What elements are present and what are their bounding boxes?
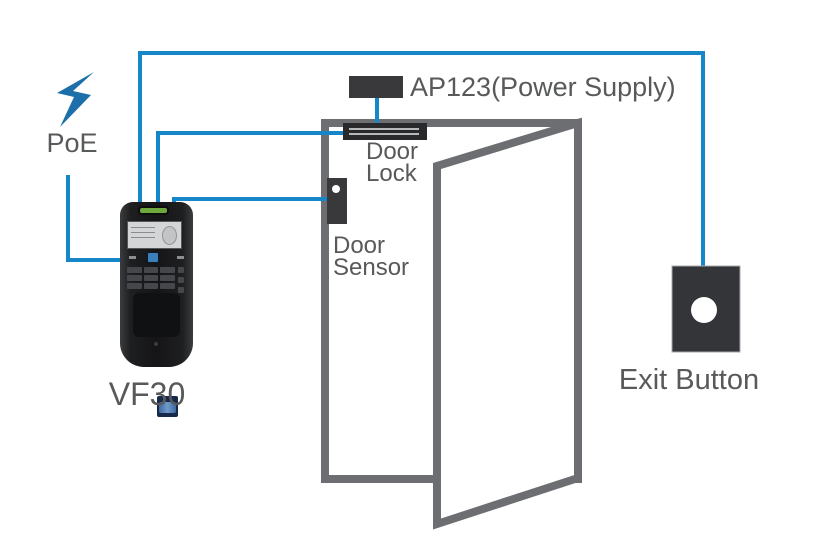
power-supply-box [349,76,403,98]
device-nav-key [147,252,159,263]
wire-door-sensor [172,197,332,210]
door-sensor-dot [332,185,340,193]
device-side-keys [178,267,184,293]
device-softkey-label [177,256,184,259]
fingerprint-sensor [157,396,178,417]
device-model-label: VF30 [108,376,186,412]
vf30-device [120,202,193,417]
door-lock-bar [343,123,427,140]
device-screen-fingerprint-icon [162,226,177,245]
device-screen [127,221,182,249]
door-panel [433,117,582,530]
device-softkey-label [129,256,136,259]
device-fingerprint-bezel [133,293,180,417]
lightning-bolt-icon [57,72,94,127]
wire-exit-button [138,51,705,270]
door-sensor-label-line1: Door [333,232,386,259]
wire-door-lock [156,131,347,210]
power-supply-label: AP123(Power Supply) [410,72,676,102]
door-sensor-box [327,178,347,224]
device-led-dot [154,342,158,346]
door-lock-label-line1: Door [366,138,419,165]
device-led-strip [140,208,167,213]
poe-label: PoE [46,128,98,158]
wire-poe [66,175,124,262]
device-screen-text-lines [131,225,155,239]
device-keypad [127,267,175,289]
exit-button-circle [691,297,717,323]
door-lock-label-line2: Lock [366,160,417,187]
exit-button-label: Exit Button [618,364,760,396]
door-sensor-label-line2: Sensor [333,254,410,281]
